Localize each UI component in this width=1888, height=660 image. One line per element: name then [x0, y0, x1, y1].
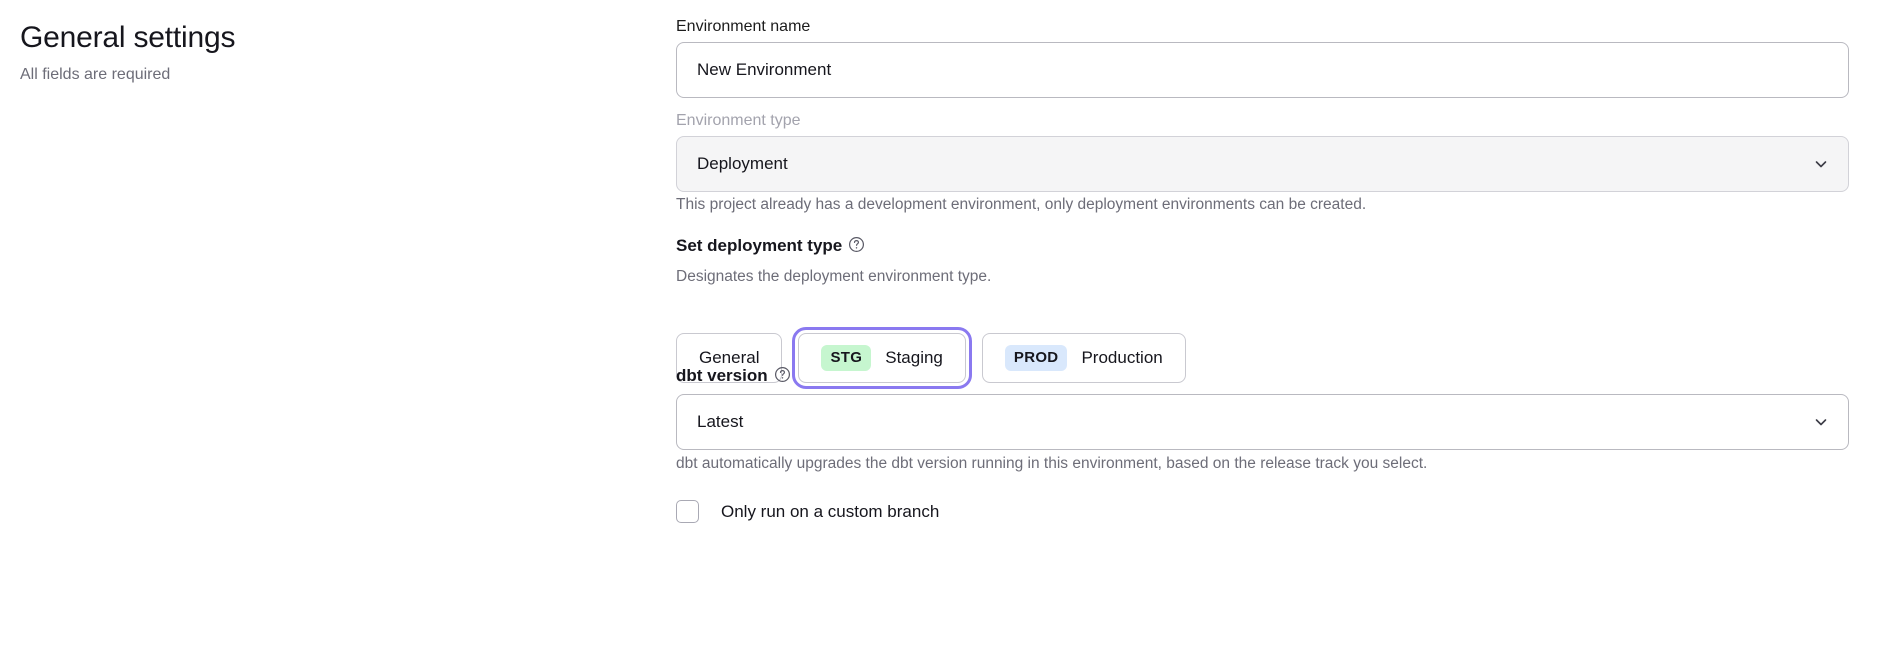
- deployment-type-help: Designates the deployment environment ty…: [676, 268, 992, 285]
- environment-name-input[interactable]: New Environment: [676, 42, 1849, 98]
- deployment-type-option-general-label: General: [699, 348, 760, 367]
- custom-branch-label: Only run on a custom branch: [721, 501, 940, 521]
- deployment-type-option-general[interactable]: General: [676, 333, 783, 383]
- page-title: General settings: [20, 21, 236, 54]
- environment-type-select[interactable]: Deployment: [676, 136, 1849, 192]
- deployment-type-options: General STG Staging PROD Production: [676, 327, 1186, 389]
- environment-type-label-wrap: Environment type: [676, 110, 801, 132]
- deployment-type-option-staging-label: Staging: [885, 348, 943, 367]
- environment-type-label: Environment type: [676, 112, 801, 129]
- dbt-version-value: Latest: [697, 412, 744, 431]
- dbt-version-help: dbt automatically upgrades the dbt versi…: [676, 455, 1428, 472]
- custom-branch-row: Only run on a custom branch: [676, 500, 939, 523]
- production-badge: PROD: [1004, 345, 1068, 371]
- question-circle-icon[interactable]: [774, 366, 791, 383]
- dbt-version-label-wrap: dbt version: [676, 365, 791, 387]
- environment-type-help: This project already has a development e…: [676, 196, 1367, 213]
- staging-badge: STG: [821, 345, 872, 371]
- environment-name-label-wrap: Environment name: [676, 16, 810, 38]
- deployment-type-option-production-label: Production: [1081, 348, 1163, 367]
- environment-name-value: New Environment: [697, 60, 832, 79]
- deployment-type-label: Set deployment type: [676, 236, 843, 255]
- page-subtitle: All fields are required: [20, 66, 171, 83]
- settings-intro: General settings All fields are required: [20, 18, 620, 87]
- environment-type-value: Deployment: [697, 154, 788, 173]
- dbt-version-label: dbt version: [676, 366, 768, 385]
- deployment-type-label-wrap: Set deployment type: [676, 235, 865, 257]
- environment-name-label: Environment name: [676, 18, 811, 35]
- custom-branch-checkbox[interactable]: [676, 500, 699, 523]
- deployment-type-option-staging[interactable]: STG Staging: [792, 327, 972, 389]
- chevron-down-icon: [1814, 415, 1828, 429]
- question-circle-icon[interactable]: [848, 236, 865, 253]
- chevron-down-icon: [1814, 157, 1828, 171]
- deployment-type-option-production[interactable]: PROD Production: [981, 333, 1186, 383]
- dbt-version-select[interactable]: Latest: [676, 394, 1849, 450]
